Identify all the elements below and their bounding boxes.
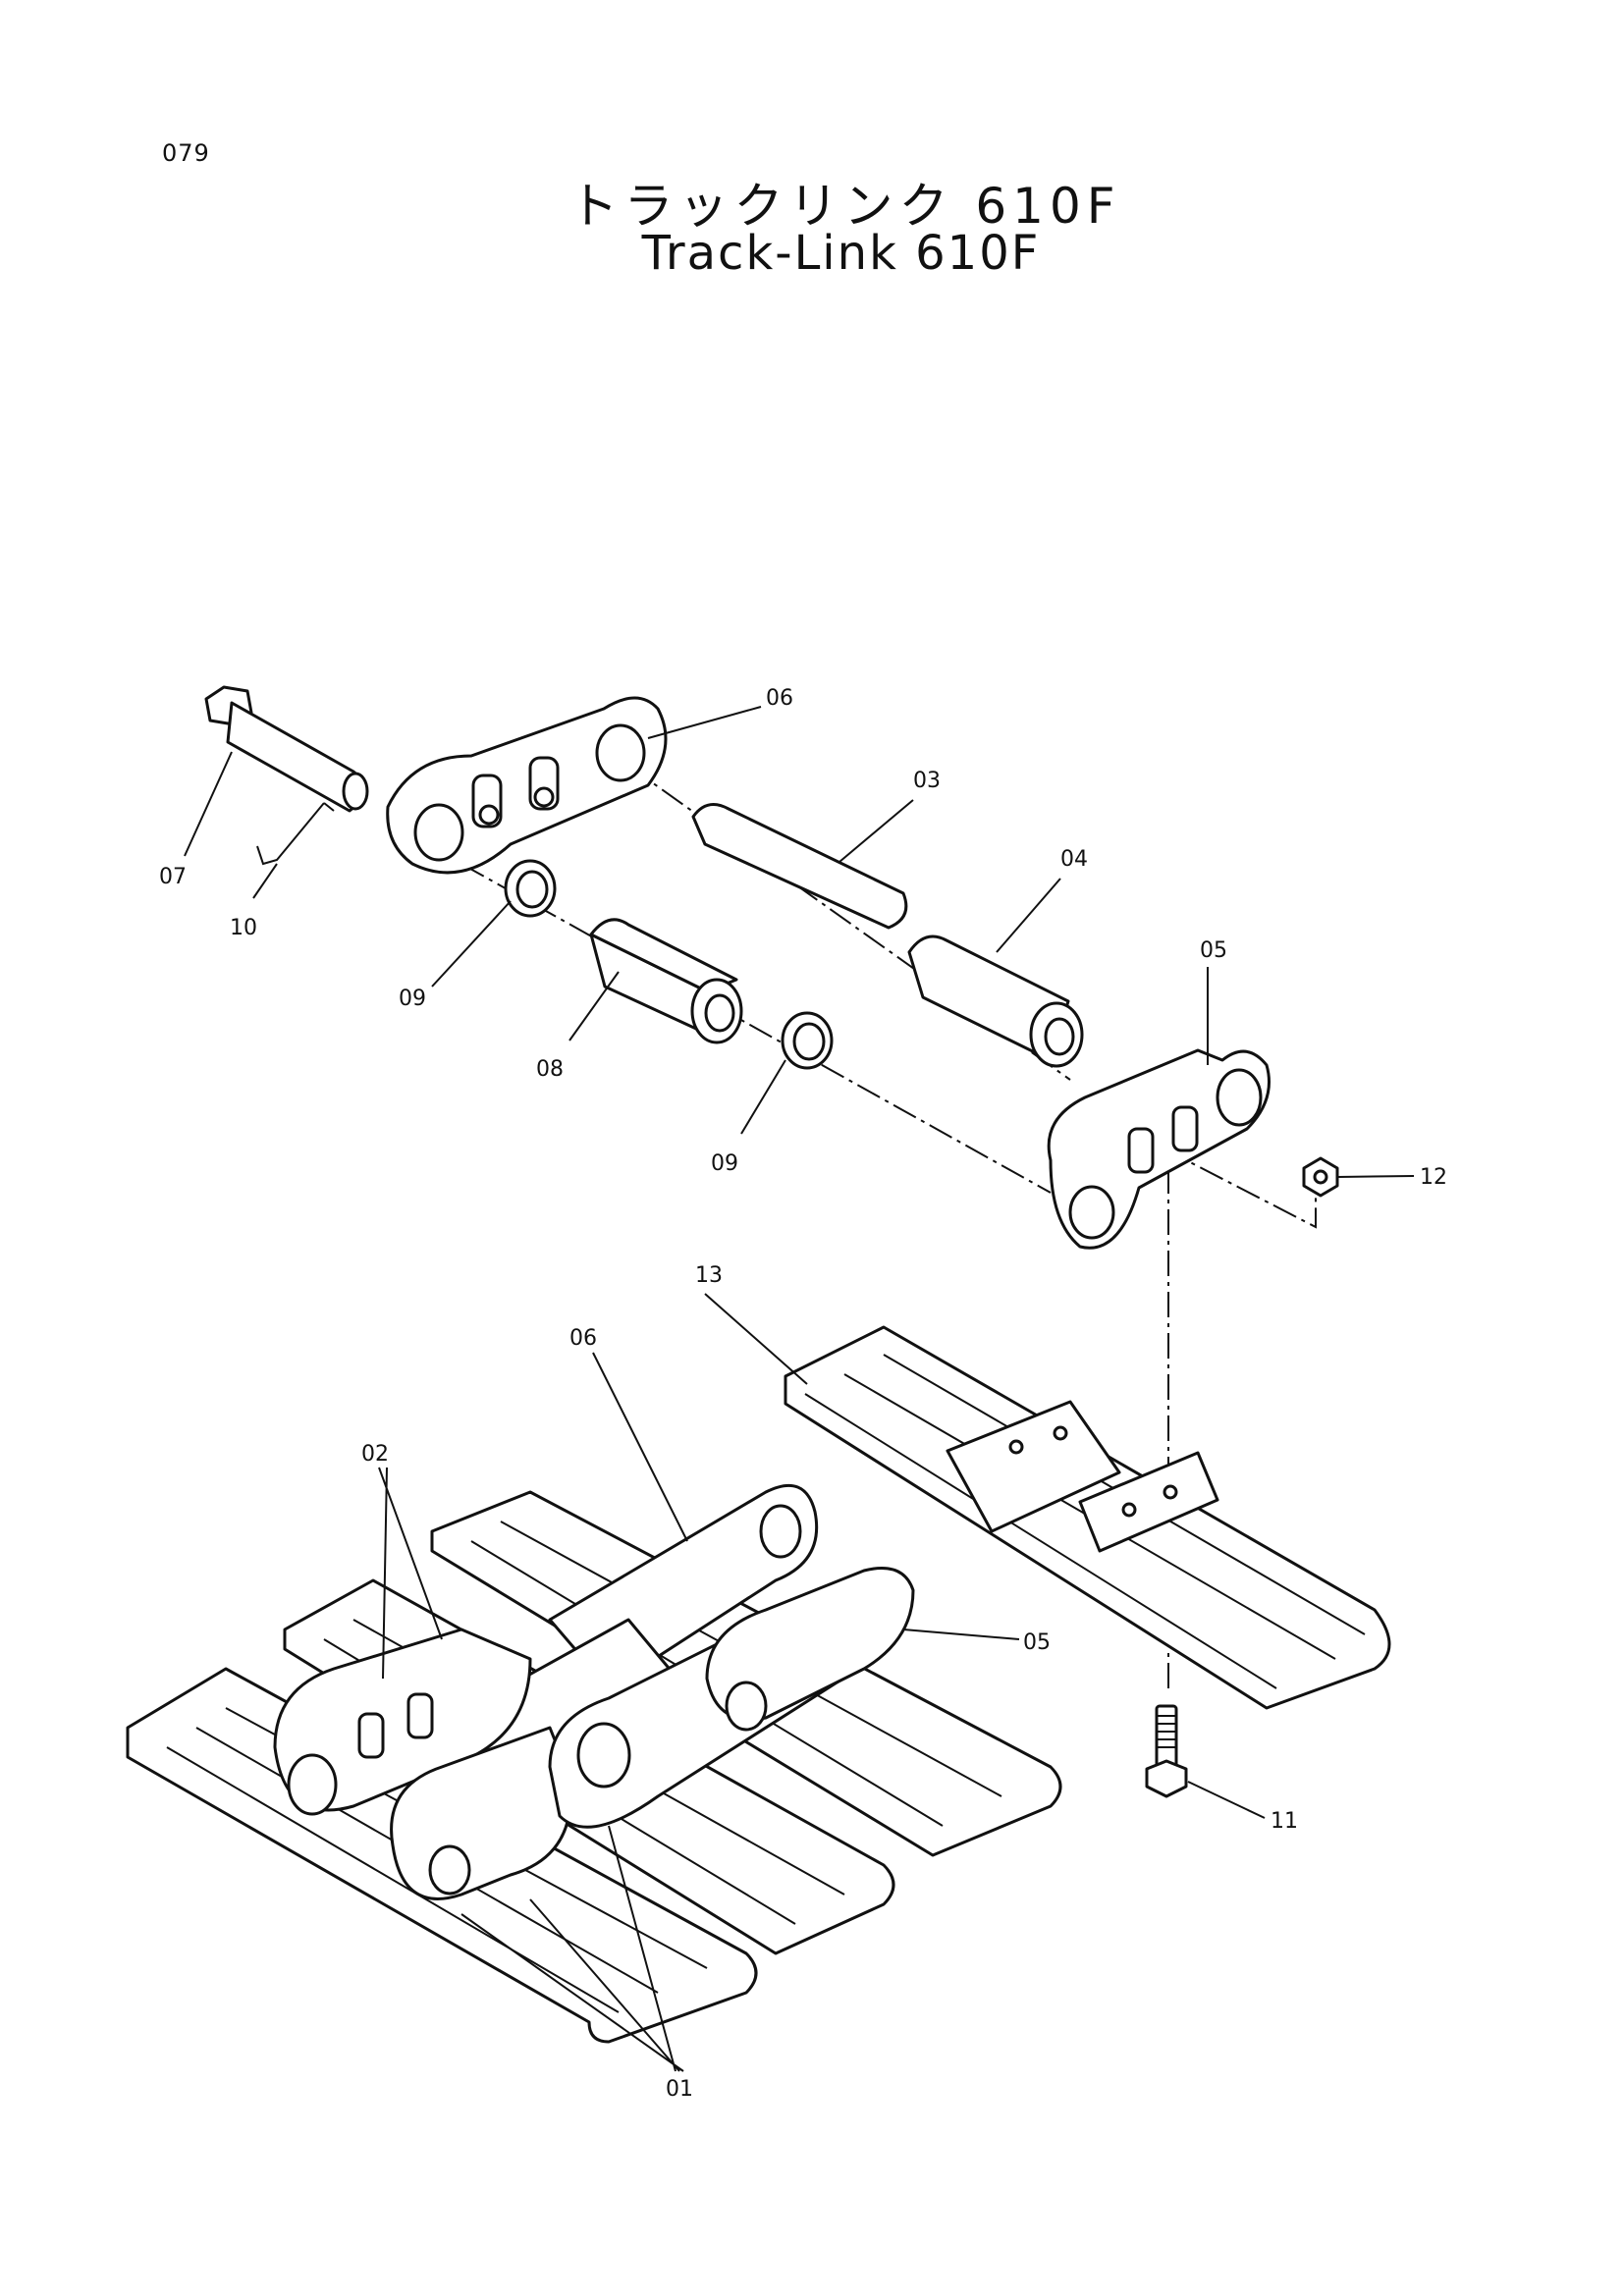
callout-01: 01 xyxy=(666,2077,693,2102)
title-japanese: トラックリンク 610F xyxy=(568,178,1121,235)
nut xyxy=(1302,1156,1339,1198)
callout-12: 12 xyxy=(1420,1165,1447,1190)
link-upper-05 xyxy=(1047,1048,1271,1250)
assembled-track xyxy=(126,1483,1062,2044)
callout-05-bottom: 05 xyxy=(1023,1630,1051,1655)
master-pin xyxy=(204,685,369,813)
axis-line-nut xyxy=(1163,1148,1317,1229)
bolt xyxy=(1145,1704,1188,1798)
callout-11: 11 xyxy=(1271,1809,1298,1834)
seal-right xyxy=(781,1011,834,1070)
leader-lines xyxy=(184,706,1415,2072)
link-upper-06 xyxy=(386,696,668,875)
callout-03: 03 xyxy=(913,769,941,793)
callout-09-right: 09 xyxy=(711,1151,738,1176)
bushing xyxy=(589,918,743,1044)
shoe-plate-13 xyxy=(784,1325,1391,1710)
axis-line-lower xyxy=(460,863,1052,1194)
title-english: Track-Link 610F xyxy=(641,226,1041,281)
callout-05-top: 05 xyxy=(1200,938,1227,963)
callout-09-left: 09 xyxy=(399,987,426,1011)
callout-08: 08 xyxy=(536,1057,564,1082)
callout-02: 02 xyxy=(361,1442,389,1467)
track-pin xyxy=(691,803,908,930)
seal-left xyxy=(504,859,557,918)
retaining-pin xyxy=(256,802,335,866)
callout-06-bottom: 06 xyxy=(569,1326,597,1351)
callout-10: 10 xyxy=(230,916,257,940)
bushing-04 xyxy=(907,934,1084,1068)
callout-07: 07 xyxy=(159,865,187,889)
callout-06-top: 06 xyxy=(766,686,793,711)
callout-04: 04 xyxy=(1060,847,1088,872)
page-number: 079 xyxy=(162,139,210,167)
callout-13: 13 xyxy=(695,1263,723,1288)
